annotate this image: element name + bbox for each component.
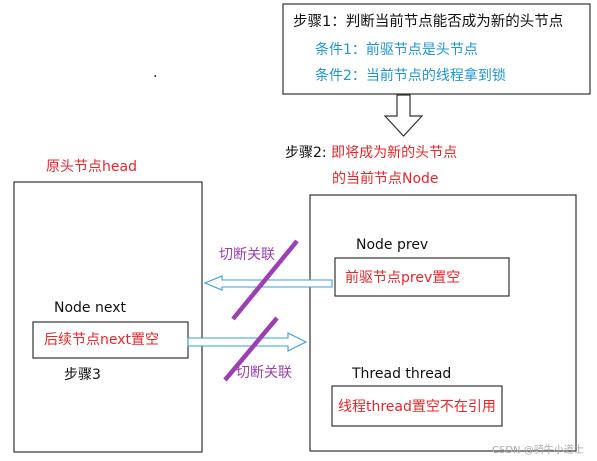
- thread-action-box: [331, 385, 503, 427]
- stray-dot: .: [153, 65, 158, 81]
- down-arrow: [383, 94, 424, 137]
- prev-action-text: 前驱节点prev置空: [345, 270, 461, 286]
- cut-label-bottom: 切断关联: [236, 365, 292, 381]
- thread-field-label: Thread thread: [352, 366, 452, 382]
- step2-line1: 步骤2: 即将成为新的头节点: [285, 146, 457, 160]
- prev-link-arrow: [203, 275, 333, 291]
- step1-condition-2: 条件2：当前节点的线程拿到锁: [315, 68, 506, 84]
- step2-rest: 即将成为新的头节点: [331, 145, 458, 161]
- prev-field-label: Node prev: [356, 237, 429, 253]
- next-link-arrow: [187, 332, 308, 352]
- step1-condition-1: 条件1：前驱节点是头节点: [315, 42, 478, 58]
- cut-stroke-top: [231, 239, 299, 321]
- thread-action-text: 线程thread置空不在引用: [338, 399, 496, 415]
- next-action-text: 后续节点next置空: [44, 332, 160, 348]
- step2-line2: 的当前节点Node: [332, 171, 439, 187]
- step1-box: [282, 3, 591, 95]
- cut-label-top: 切断关联: [219, 247, 275, 263]
- cut-stroke-bottom: [223, 316, 279, 382]
- old-head-box: [13, 181, 203, 453]
- next-field-label: Node next: [54, 300, 127, 316]
- step3-label: 步骤3: [64, 367, 101, 383]
- watermark: CSDN @骑牛小道士: [492, 445, 584, 456]
- step1-title: 步骤1：判断当前节点能否成为新的头节点: [293, 14, 564, 30]
- step2-prefix: 步骤2:: [285, 145, 332, 161]
- prev-action-box: [334, 257, 510, 297]
- current-node-box: [309, 194, 577, 452]
- old-head-label: 原头节点head: [46, 159, 137, 175]
